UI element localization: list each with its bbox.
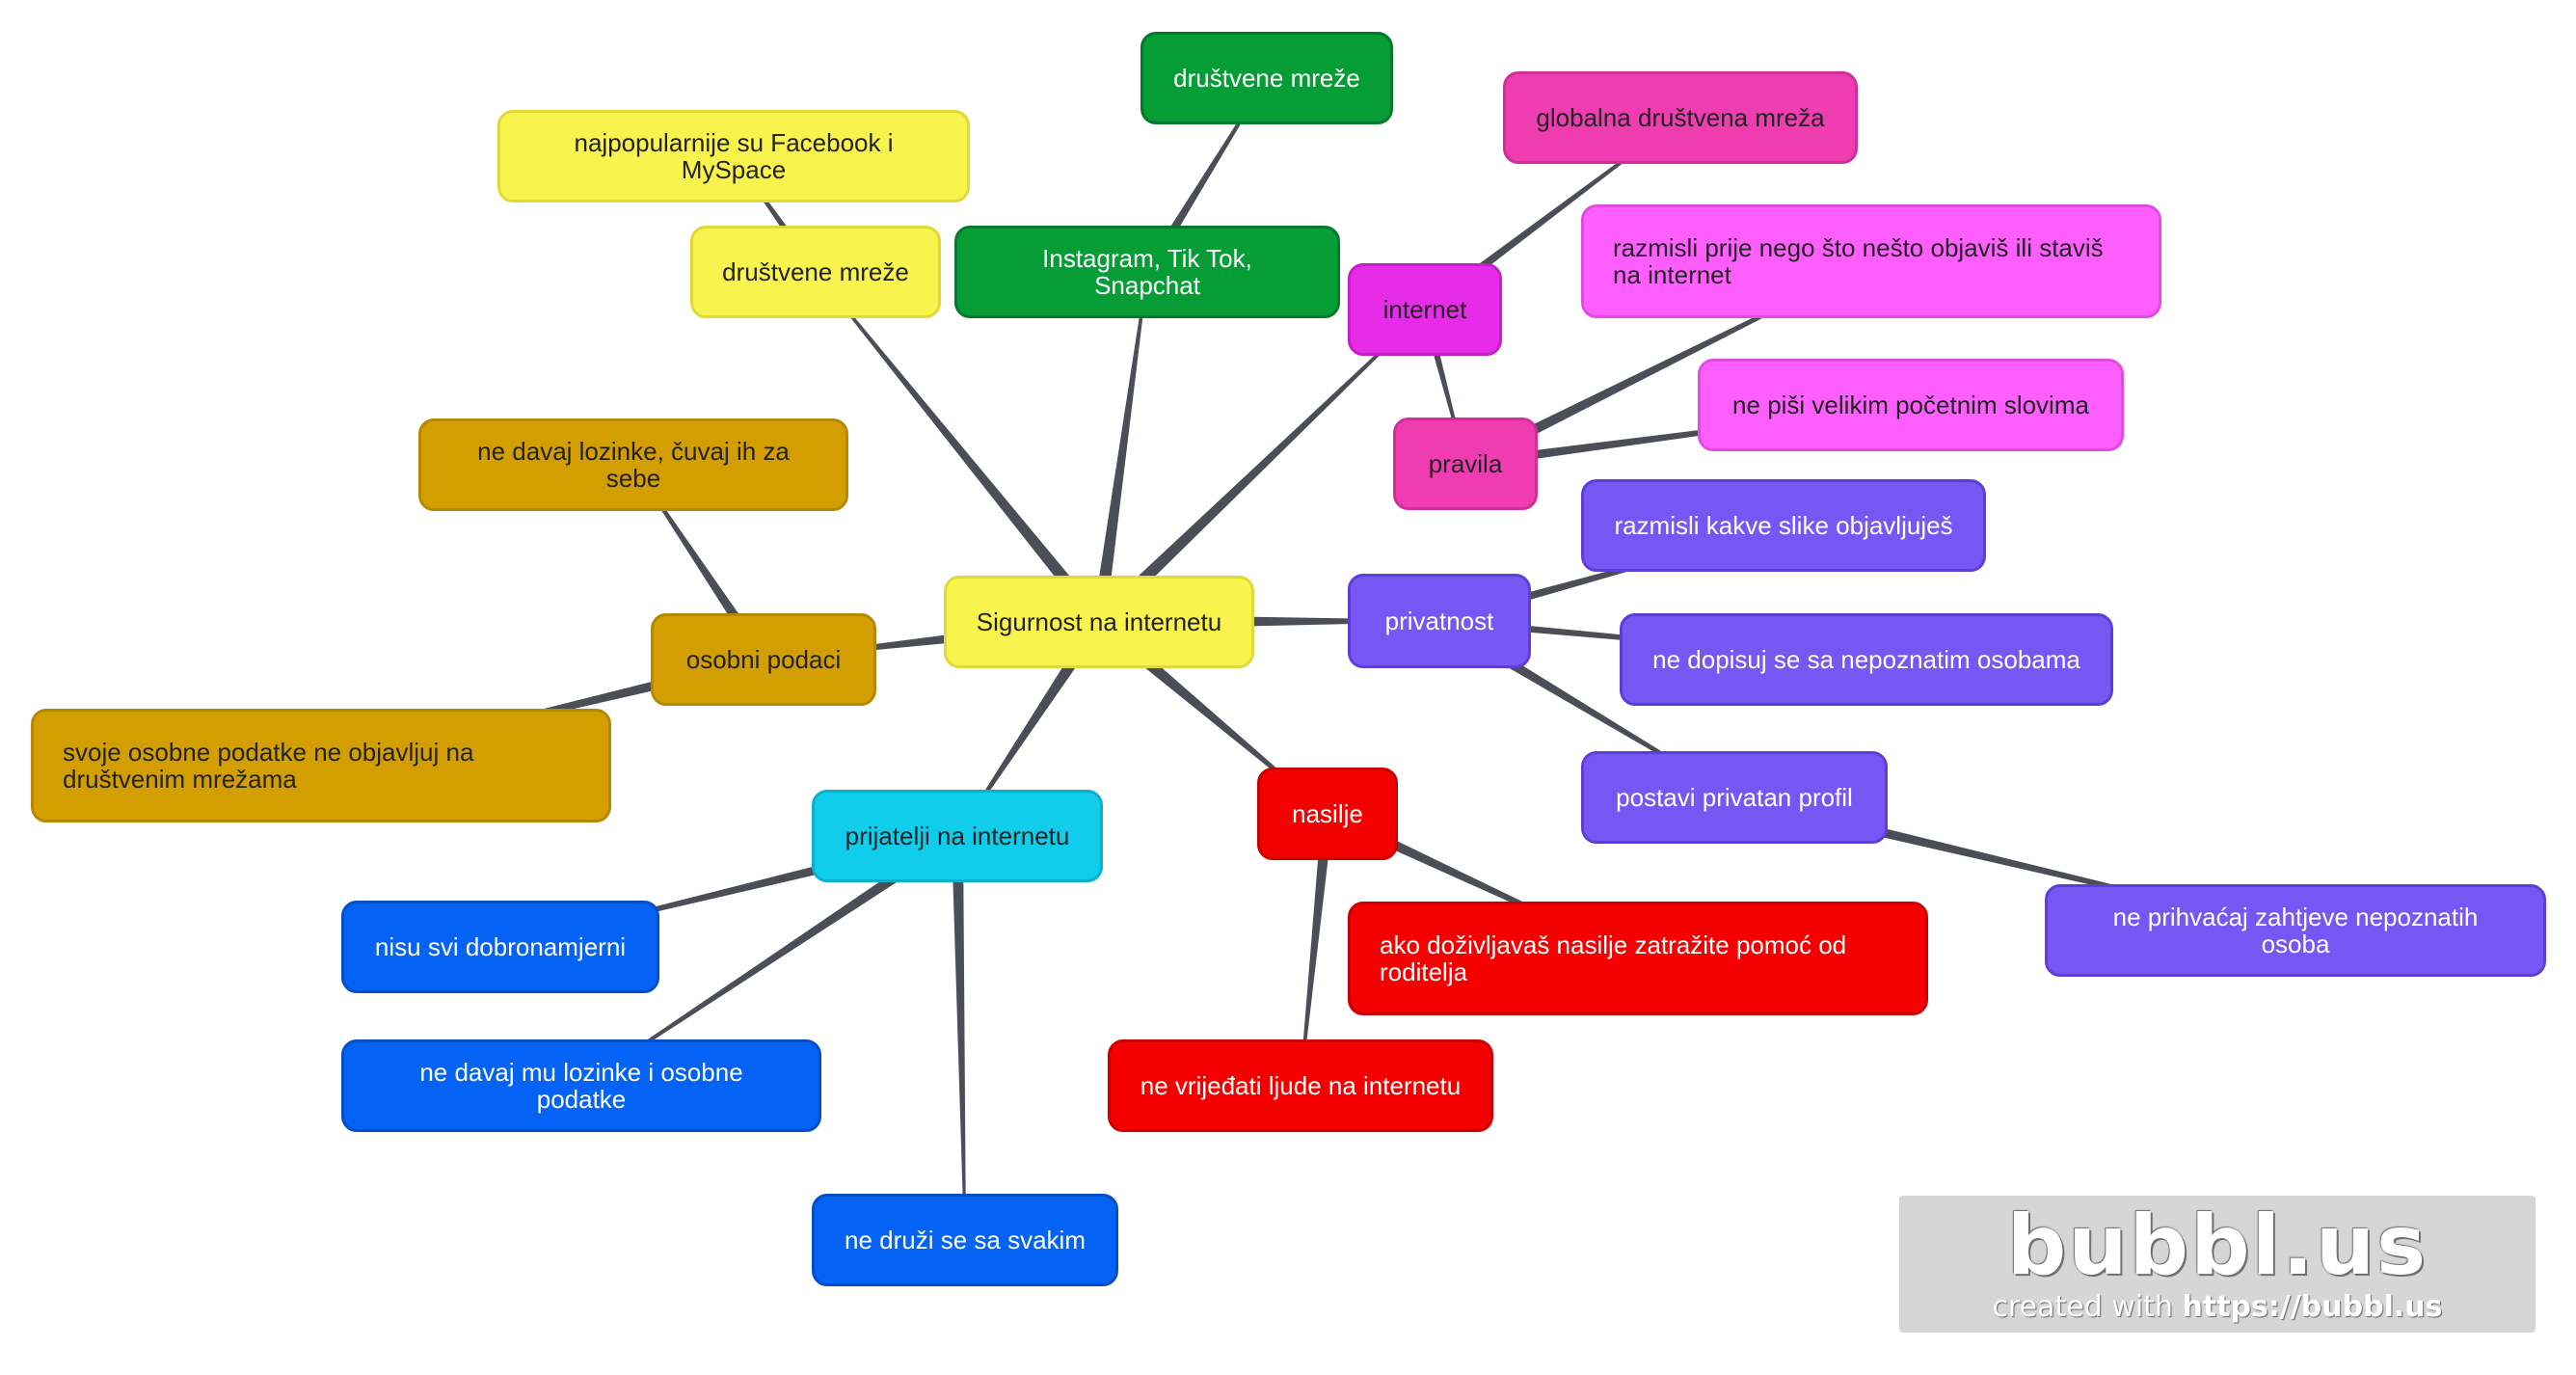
node-pravila[interactable]: pravila (1393, 418, 1538, 510)
node-nisu-svi[interactable]: nisu svi dobronamjerni (341, 901, 659, 993)
node-najpopularnije[interactable]: najpopularnije su Facebook i MySpace (497, 110, 970, 202)
node-privatnost-label: privatnost (1384, 607, 1494, 635)
node-globalna-label: globalna društvena mreža (1536, 103, 1825, 132)
node-pravila-label: pravila (1428, 449, 1503, 478)
node-ne-davaj-mu[interactable]: ne davaj mu lozinke i osobne podatke (341, 1039, 821, 1132)
node-instagram[interactable]: Instagram, Tik Tok, Snapchat (954, 226, 1340, 318)
node-osobni-podaci[interactable]: osobni podaci (651, 613, 876, 706)
node-prijatelji-label: prijatelji na internetu (845, 822, 1070, 850)
node-ne-dopisuj[interactable]: ne dopisuj se sa nepoznatim osobama (1620, 613, 2113, 706)
node-drustvene-mreze-label: društvene mreže (722, 257, 909, 286)
node-ne-davaj-lozinke[interactable]: ne davaj lozinke, čuvaj ih za sebe (418, 418, 848, 511)
connector-central-node-to-node-internet (1094, 309, 1426, 628)
bubblus-watermark: bubbl.us created with https://bubbl.us (1899, 1196, 2536, 1333)
node-drustvene-mreze-green-label: društvene mreže (1173, 64, 1360, 93)
node-ne-vrijedati-label: ne vrijeđati ljude na internetu (1140, 1071, 1462, 1100)
node-ne-dopisuj-label: ne dopisuj se sa nepoznatim osobama (1652, 645, 2080, 674)
node-ako-dozivljavas-label: ako doživljavaš nasilje zatražite pomoć … (1380, 930, 1847, 986)
connector-central-node-to-node-instagram (1092, 271, 1148, 623)
connector-central-node-to-node-drustvene-mreze (815, 271, 1105, 627)
node-postavi-privatan[interactable]: postavi privatan profil (1581, 751, 1888, 844)
node-instagram-label: Instagram, Tik Tok, Snapchat (1042, 244, 1252, 300)
node-ne-pisi-label: ne piši velikim početnim slovima (1732, 391, 2089, 419)
bubblus-logo: bubbl.us (2006, 1198, 2428, 1294)
bubblus-url: https://bubbl.us (2182, 1290, 2443, 1324)
created-with-text: created with https://bubbl.us (1993, 1291, 2443, 1324)
connector-node-osobni-podaci-to-node-ne-davaj-lozinke (632, 464, 768, 663)
connector-central-node-to-node-prijatelji (956, 618, 1105, 837)
node-ne-druzi[interactable]: ne druži se sa svakim (812, 1194, 1118, 1286)
node-nisu-svi-label: nisu svi dobronamjerni (374, 932, 627, 961)
node-ne-davaj-mu-label: ne davaj mu lozinke i osobne podatke (419, 1058, 743, 1114)
node-ne-prihvacaj[interactable]: ne prihvaćaj zahtjeve nepoznatih osoba (2045, 884, 2546, 977)
node-drustvene-mreze-green[interactable]: društvene mreže (1140, 32, 1393, 124)
node-postavi-privatan-label: postavi privatan profil (1616, 783, 1853, 812)
node-svoje-osobne[interactable]: svoje osobne podatke ne objavljuj na dru… (31, 709, 611, 822)
node-internet-label: internet (1382, 295, 1467, 324)
node-ako-dozivljavas[interactable]: ako doživljavaš nasilje zatražite pomoć … (1348, 902, 1928, 1015)
connector-node-prijatelji-to-node-ne-druzi (952, 835, 966, 1240)
node-ne-davaj-lozinke-label: ne davaj lozinke, čuvaj ih za sebe (477, 437, 790, 493)
node-najpopularnije-label: najpopularnije su Facebook i MySpace (574, 128, 894, 184)
node-razmisli-objavis[interactable]: razmisli prije nego što nešto objaviš il… (1581, 204, 2161, 318)
node-osobni-podaci-label: osobni podaci (685, 645, 842, 674)
created-with-label: created with (1992, 1290, 2173, 1324)
node-privatnost[interactable]: privatnost (1348, 574, 1531, 668)
connector-node-prijatelji-to-node-ne-davaj-mu (580, 831, 961, 1087)
node-internet[interactable]: internet (1348, 263, 1502, 356)
node-nasilje-label: nasilje (1292, 799, 1363, 828)
central-node-label: Sigurnost na internetu (976, 607, 1222, 636)
node-razmisli-slike[interactable]: razmisli kakve slike objavljuješ (1581, 479, 1986, 572)
node-ne-druzi-label: ne druži se sa svakim (845, 1226, 1086, 1254)
connector-node-nasilje-to-node-ne-vrijedati (1300, 813, 1333, 1087)
central-node[interactable]: Sigurnost na internetu (944, 576, 1254, 668)
node-ne-vrijedati[interactable]: ne vrijeđati ljude na internetu (1108, 1039, 1493, 1132)
node-ne-prihvacaj-label: ne prihvaćaj zahtjeve nepoznatih osoba (2112, 903, 2479, 958)
node-prijatelji[interactable]: prijatelji na internetu (812, 790, 1103, 882)
node-nasilje[interactable]: nasilje (1257, 768, 1398, 860)
node-globalna[interactable]: globalna društvena mreža (1503, 71, 1858, 164)
node-drustvene-mreze[interactable]: društvene mreže (690, 226, 941, 318)
node-razmisli-slike-label: razmisli kakve slike objavljuješ (1614, 511, 1953, 540)
node-svoje-osobne-label: svoje osobne podatke ne objavljuj na dru… (63, 738, 474, 794)
node-ne-pisi[interactable]: ne piši velikim početnim slovima (1698, 359, 2124, 451)
connector-node-instagram-to-node-drustvene-mreze-green (1142, 77, 1268, 275)
node-razmisli-objavis-label: razmisli prije nego što nešto objaviš il… (1613, 233, 2104, 289)
